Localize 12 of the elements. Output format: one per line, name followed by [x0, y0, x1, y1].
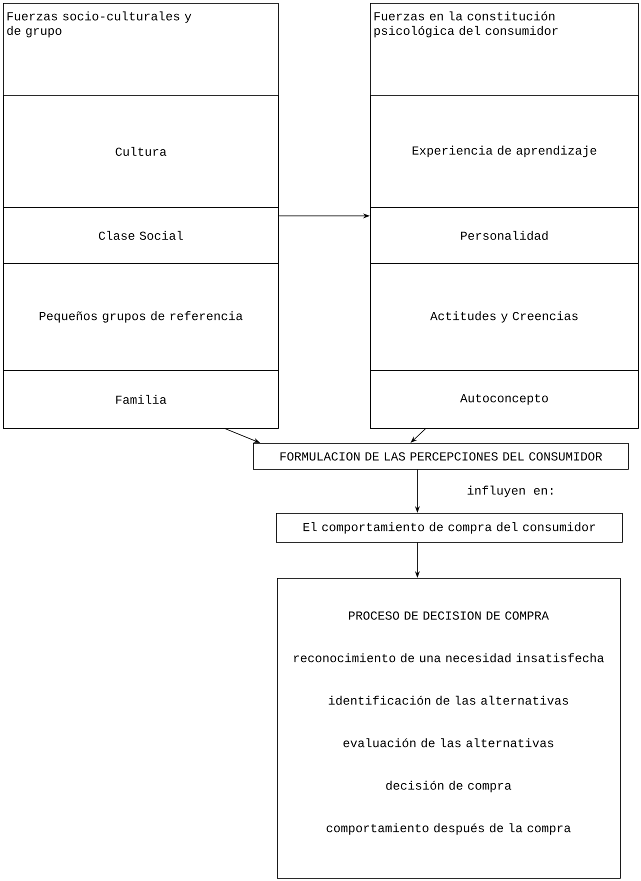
cell-box: Pequeños grupos de referencia	[3, 263, 279, 371]
process-box: FORMULACION DE LAS PERCEPCIONES DEL CONSUMIDOR	[253, 443, 629, 470]
cell-box: Experiencia de aprendizaje	[370, 95, 639, 208]
process-box: PROCESO DE DECISION DE COMPRA reconocimiento de una necesidad insatisfecha identificación de las alternativas evaluación de las alternativas decisión de compra comportamiento después de la compra	[277, 578, 621, 879]
cell-box: Personalidad	[370, 207, 639, 264]
cell-box: Actitudes y Creencias	[370, 263, 639, 371]
cell-box: Clase Social	[3, 207, 279, 264]
cell-box: Cultura	[3, 95, 279, 208]
edge-label: influyen en:	[468, 486, 552, 498]
cell-box: Familia	[3, 370, 279, 429]
cell-box: Autoconcepto	[370, 370, 639, 429]
process-box: El comportamiento de compra del consumidor	[276, 513, 623, 543]
